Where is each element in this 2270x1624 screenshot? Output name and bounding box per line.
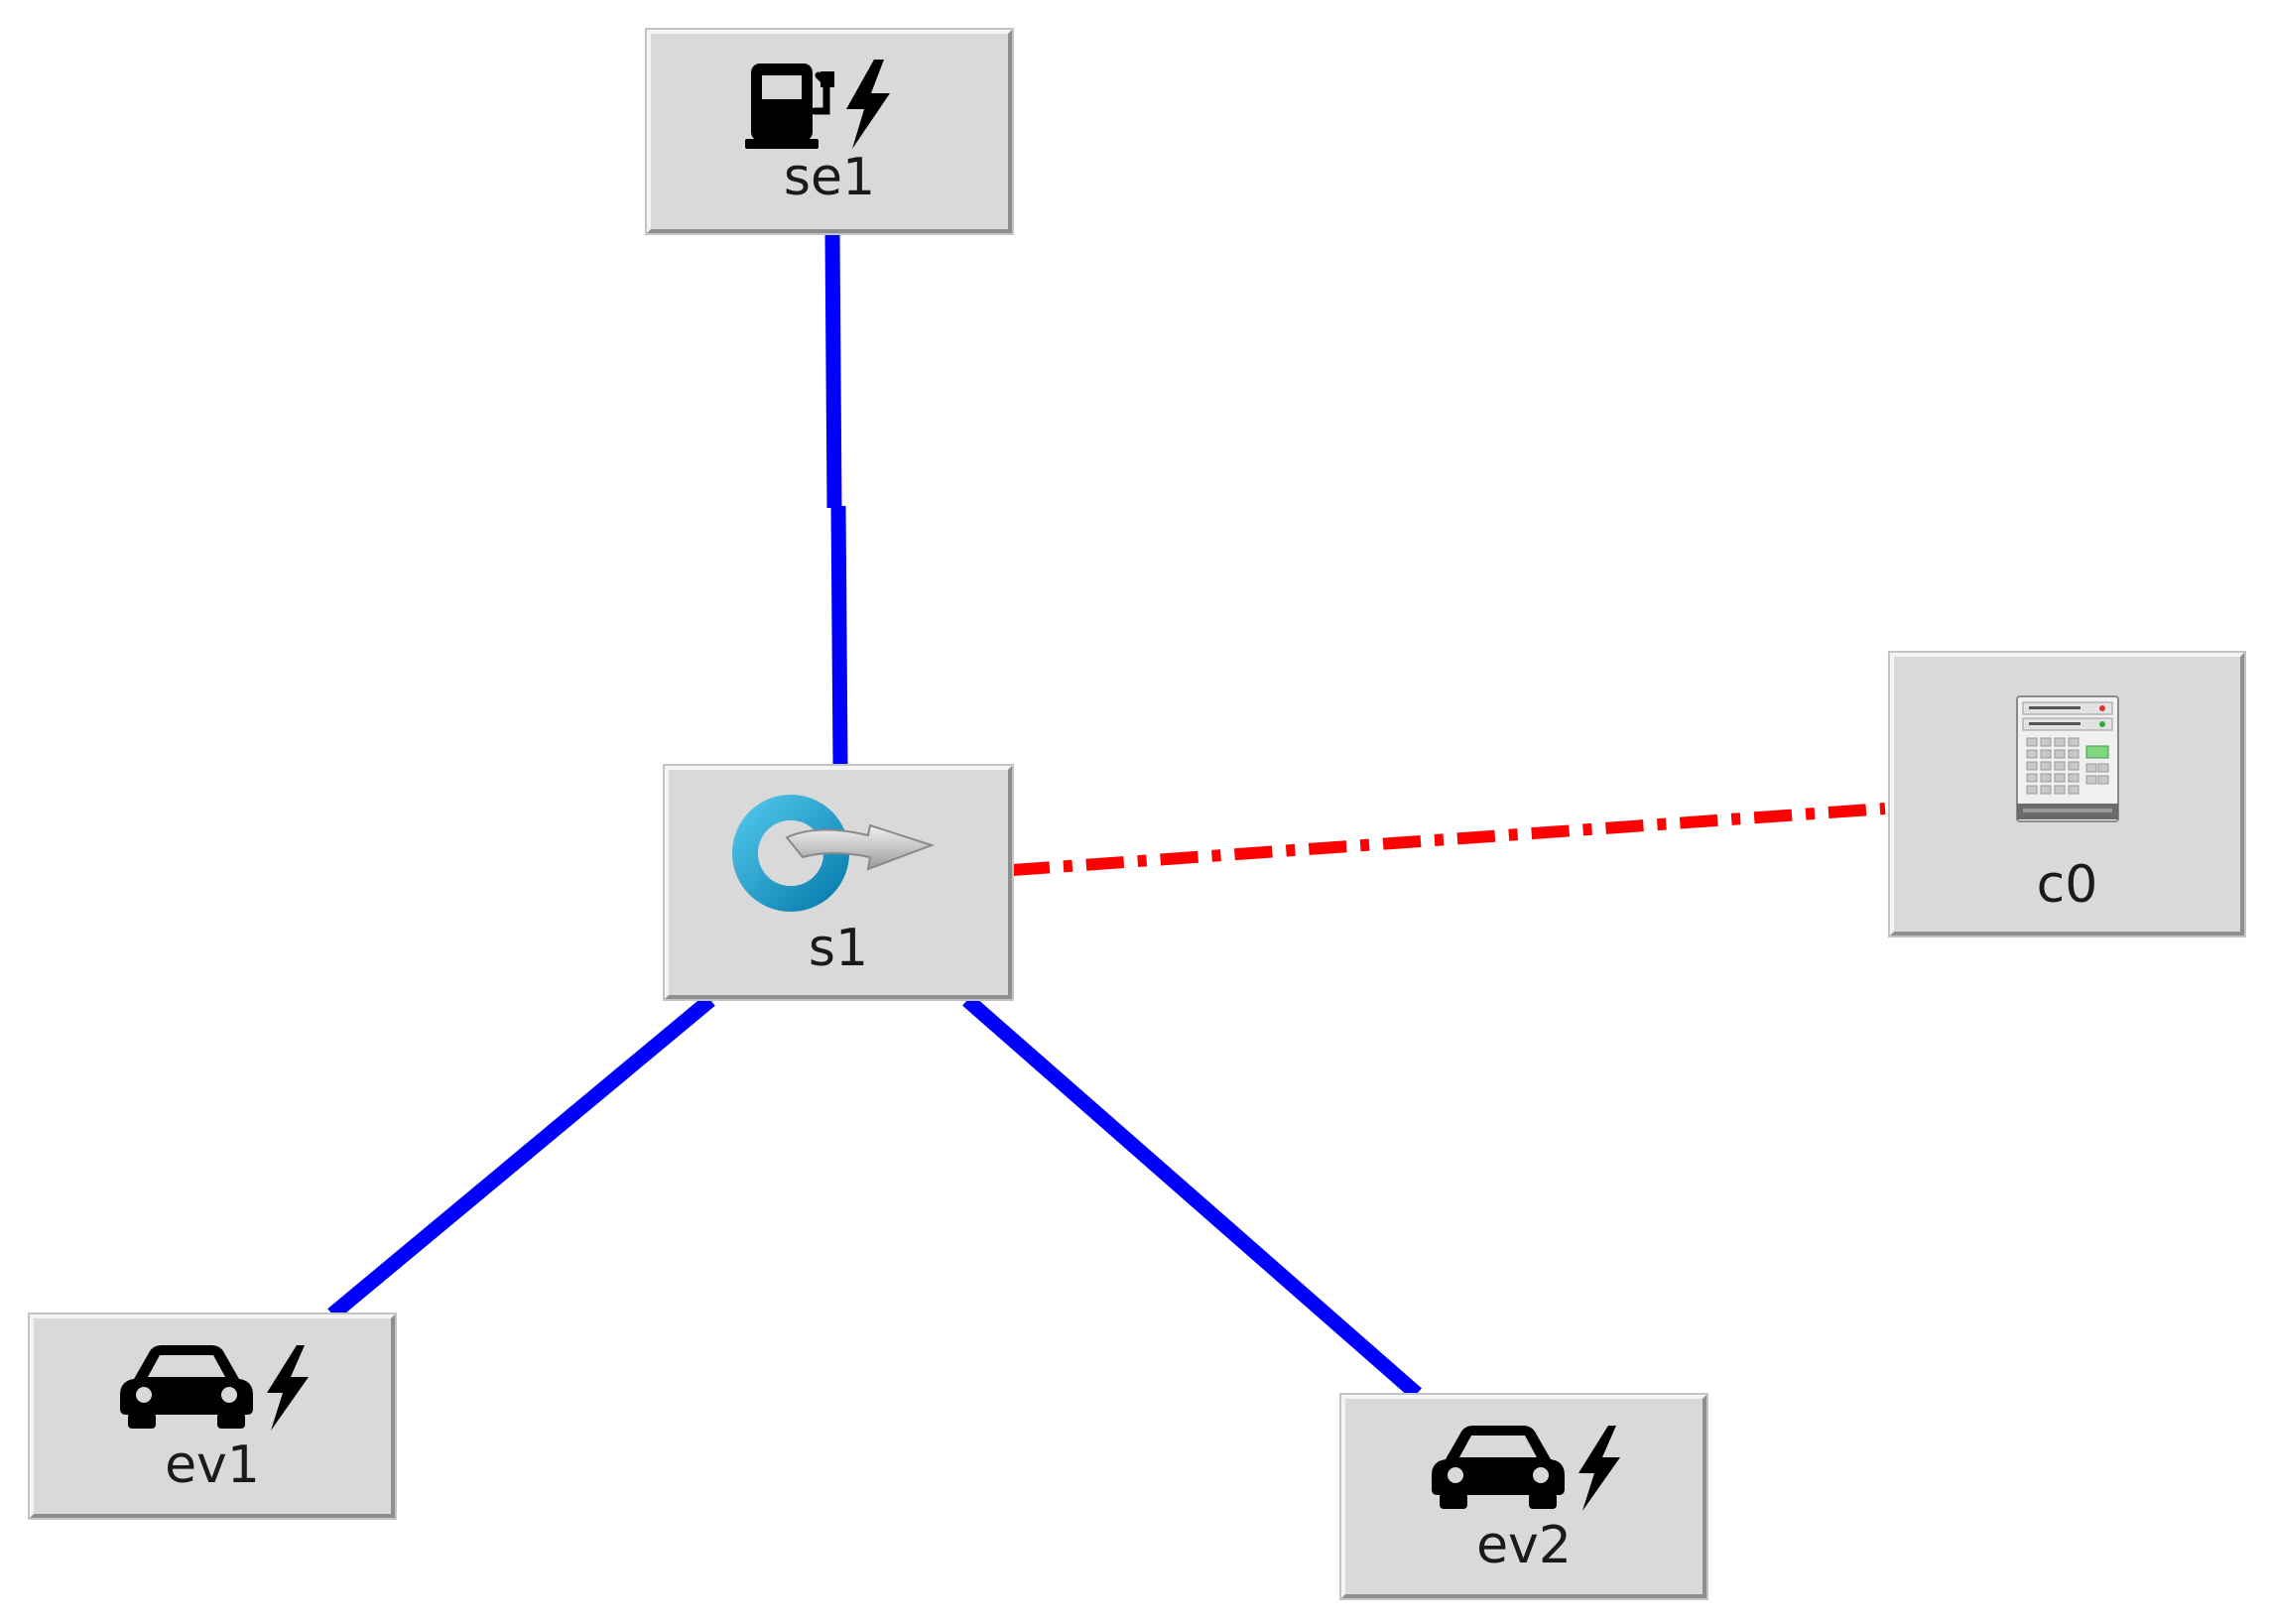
link-s1-ev1[interactable]: [327, 994, 715, 1320]
link-se1-s1-upper[interactable]: [824, 234, 842, 509]
link-s1-c0-control[interactable]: [1011, 803, 1886, 876]
charging-station-icon: [651, 54, 1008, 153]
node-label: ev1: [165, 1436, 260, 1495]
node-s1[interactable]: s1: [665, 766, 1012, 999]
node-label: se1: [783, 148, 876, 207]
electric-car-icon: [34, 1343, 391, 1433]
controller-server-icon: [1894, 694, 2240, 825]
node-c0[interactable]: c0: [1890, 653, 2244, 936]
electric-car-icon: [1345, 1424, 1702, 1513]
node-ev1[interactable]: ev1: [30, 1314, 395, 1518]
node-label: c0: [2036, 855, 2098, 915]
openflow-switch-icon: [669, 788, 1008, 917]
node-label: ev2: [1476, 1516, 1572, 1575]
link-s1-ev2[interactable]: [962, 994, 1422, 1400]
link-se1-s1-lower[interactable]: [830, 505, 848, 765]
node-se1[interactable]: se1: [647, 30, 1012, 233]
node-label: s1: [808, 919, 869, 978]
node-ev2[interactable]: ev2: [1341, 1395, 1706, 1598]
